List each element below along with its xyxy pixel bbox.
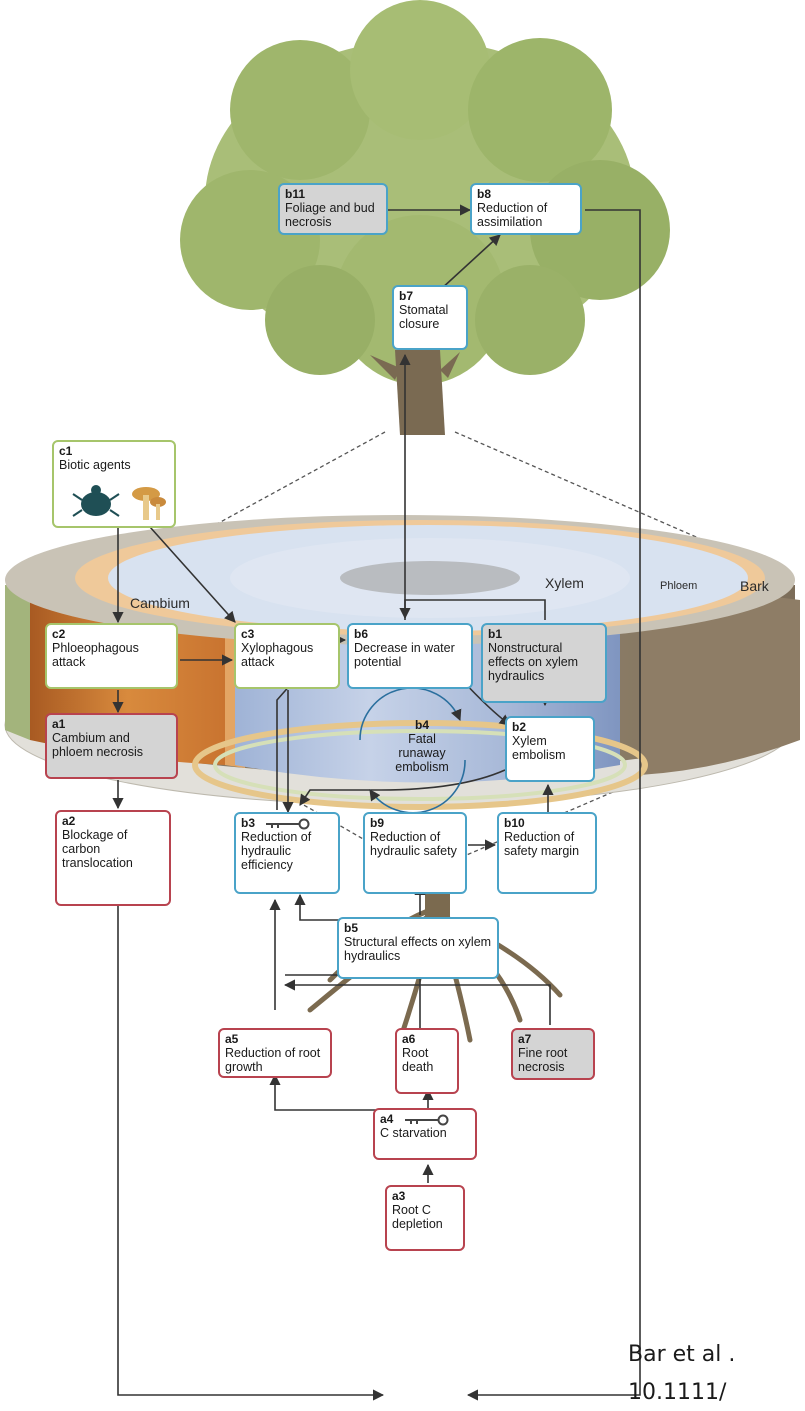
node-b6: b6 Decrease in water potential <box>347 623 473 689</box>
node-a7-text: Fine root necrosis <box>518 1046 568 1074</box>
node-b9-text: Reduction of hydraulic safety <box>370 830 457 858</box>
node-b4: b4 Fatal runaway embolism <box>382 716 462 782</box>
node-a1-text: Cambium and phloem necrosis <box>52 731 144 759</box>
arrow-b1-b6 <box>399 599 546 620</box>
node-a1-id: a1 <box>52 717 66 731</box>
node-a4: a4 C starvation <box>373 1108 477 1160</box>
node-b5-id: b5 <box>344 921 359 935</box>
node-a3-text: Root C depletion <box>392 1203 443 1231</box>
node-a1: a1 Cambium and phloem necrosis <box>45 713 178 779</box>
node-b3-id: b3 <box>241 817 333 830</box>
node-b10-id: b10 <box>504 816 525 830</box>
node-a2-id: a2 <box>62 814 76 828</box>
node-a6-id: a6 <box>402 1032 416 1046</box>
node-b5-text: Structural effects on xylem hydraulics <box>344 935 492 963</box>
node-b2: b2 Xylem embolism <box>505 716 595 782</box>
node-a4-text: C starvation <box>380 1126 447 1140</box>
arrow-b8-a3 <box>466 209 641 1401</box>
node-b6-text: Decrease in water potential <box>354 641 455 669</box>
key-icon <box>404 1114 449 1126</box>
node-b7-text: Stomatal closure <box>399 303 449 331</box>
node-c3: c3 Xylophagous attack <box>234 623 340 689</box>
node-b11-id: b11 <box>285 187 306 201</box>
node-c2-id: c2 <box>52 627 66 641</box>
citation-line-1: Bar et al . <box>628 1342 736 1367</box>
node-a5: a5 Reduction of root growth <box>218 1028 332 1078</box>
node-b3: b3 Reduction of hydraulic efficiency <box>234 812 340 894</box>
node-b11: b11 Foliage and bud necrosis <box>278 183 388 235</box>
arrow-a2-a3 <box>117 905 385 1401</box>
node-c3-text: Xylophagous attack <box>241 641 314 669</box>
node-a5-text: Reduction of root growth <box>225 1046 321 1074</box>
node-a2-text: Blockage of carbon translocation <box>62 828 133 870</box>
node-a2: a2 Blockage of carbon translocation <box>55 810 171 906</box>
node-a3-id: a3 <box>392 1189 406 1203</box>
phloem-label: Phloem <box>660 580 698 592</box>
node-b1-id: b1 <box>488 627 503 641</box>
node-b7-id: b7 <box>399 289 414 303</box>
node-c1-id: c1 <box>59 444 73 458</box>
cambium-label: Cambium <box>130 595 190 611</box>
node-a5-id: a5 <box>225 1032 239 1046</box>
node-a3: a3 Root C depletion <box>385 1185 465 1251</box>
node-b10: b10 Reduction of safety margin <box>497 812 597 894</box>
bark-label: Bark <box>740 578 769 594</box>
node-c1: c1 Biotic agents <box>52 440 176 528</box>
node-c3-id: c3 <box>241 627 255 641</box>
tree-trunk <box>395 350 445 435</box>
node-b8-text: Reduction of assimilation <box>477 201 548 229</box>
node-b8-id: b8 <box>477 187 492 201</box>
node-b4-id: b4 <box>414 718 429 732</box>
node-b9-id: b9 <box>370 816 385 830</box>
node-b6-id: b6 <box>354 627 369 641</box>
pith <box>340 561 520 595</box>
citation-line-2: 10.1111/ <box>628 1380 727 1405</box>
arrow-a7-b3 <box>283 979 551 1025</box>
beetle-and-mushroom-icon <box>72 485 166 520</box>
node-b1-text: Nonstructural effects on xylem hydraulic… <box>488 641 579 683</box>
node-b2-id: b2 <box>512 720 527 734</box>
node-b8: b8 Reduction of assimilation <box>470 183 582 235</box>
node-b10-text: Reduction of safety margin <box>504 830 580 858</box>
node-b3-text: Reduction of hydraulic efficiency <box>241 830 312 872</box>
node-c2-text: Phloeophagous attack <box>52 641 139 669</box>
arrow-b7-b8 <box>439 234 501 291</box>
node-b4-text: Fatal runaway embolism <box>395 732 449 774</box>
node-a6-text: Root death <box>402 1046 434 1074</box>
key-icon <box>266 818 310 830</box>
node-c2: c2 Phloeophagous attack <box>45 623 178 689</box>
node-a4-id: a4 <box>380 1113 470 1126</box>
node-b9: b9 Reduction of hydraulic safety <box>363 812 467 894</box>
arrow-a4-a5 <box>269 1073 405 1111</box>
node-c1-text: Biotic agents <box>59 458 131 472</box>
node-b5: b5 Structural effects on xylem hydraulic… <box>337 917 499 979</box>
node-b11-text: Foliage and bud necrosis <box>285 201 375 229</box>
node-a7: a7 Fine root necrosis <box>511 1028 595 1080</box>
node-b1: b1 Nonstructural effects on xylem hydrau… <box>481 623 607 703</box>
runaway-cycle-arrows <box>359 687 466 814</box>
arrow-b5-b3 <box>294 893 340 921</box>
node-a7-id: a7 <box>518 1032 532 1046</box>
node-a6: a6 Root death <box>395 1028 459 1094</box>
arrow-c1-c3 <box>149 526 236 623</box>
node-a4-id-text: a4 <box>380 1112 394 1126</box>
node-b7: b7 Stomatal closure <box>392 285 468 350</box>
xylem-label: Xylem <box>545 575 584 591</box>
node-b2-text: Xylem embolism <box>512 734 566 762</box>
node-b3-id-text: b3 <box>241 816 256 830</box>
